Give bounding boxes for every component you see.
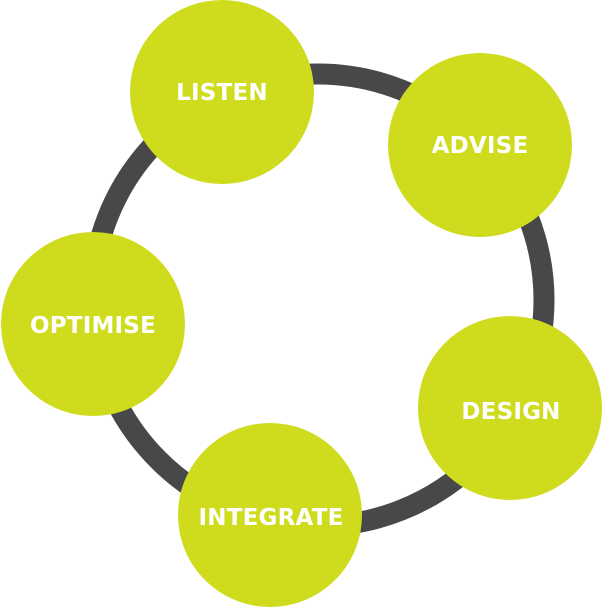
step-label-advise: ADVISE (432, 133, 529, 159)
step-advise: ADVISE (388, 53, 572, 237)
step-optimise: OPTIMISE (1, 232, 185, 416)
step-circle-integrate (178, 423, 362, 607)
step-integrate: INTEGRATE (178, 423, 362, 607)
step-design: DESIGN (418, 316, 602, 500)
step-circle-advise (388, 53, 572, 237)
step-listen: LISTEN (130, 0, 314, 184)
step-label-optimise: OPTIMISE (30, 313, 156, 339)
step-circle-design (418, 316, 602, 500)
step-label-design: DESIGN (461, 399, 560, 425)
step-label-listen: LISTEN (176, 80, 268, 106)
step-circle-listen (130, 0, 314, 184)
step-circle-optimise (1, 232, 185, 416)
step-label-integrate: INTEGRATE (198, 505, 343, 531)
